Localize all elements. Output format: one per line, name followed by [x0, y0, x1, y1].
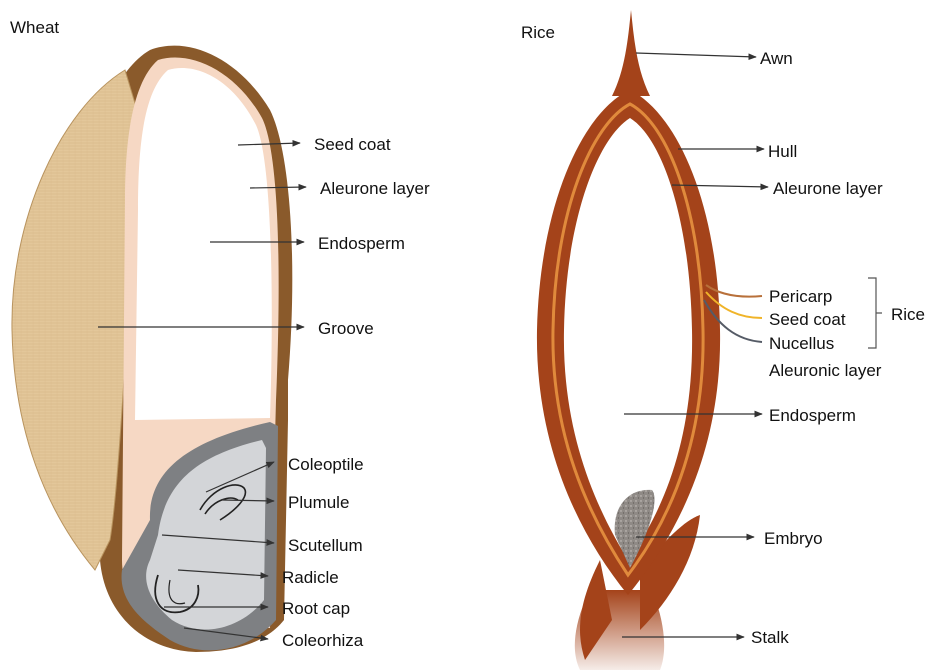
label-coleoptile: Coleoptile — [288, 455, 364, 474]
wheat-endosperm — [135, 68, 272, 420]
label-nucellus: Nucellus — [769, 334, 834, 353]
label-scutellum: Scutellum — [288, 536, 363, 555]
label-seed-coat-rice: Seed coat — [769, 310, 846, 329]
label-seed-coat: Seed coat — [314, 135, 391, 154]
label-aleurone-layer-rice: Aleurone layer — [773, 179, 883, 198]
label-radicle: Radicle — [282, 568, 339, 587]
label-groove: Groove — [318, 319, 374, 338]
wheat-grain-illustration — [12, 46, 292, 652]
label-plumule: Plumule — [288, 493, 349, 512]
rice-title: Rice — [521, 23, 555, 42]
label-aleurone-layer: Aleurone layer — [320, 179, 430, 198]
label-aleuronic-layer: Aleuronic layer — [769, 361, 882, 380]
rice-grain-illustration — [537, 10, 762, 670]
label-root-cap: Root cap — [282, 599, 350, 618]
rice-bracket — [868, 278, 882, 348]
label-embryo: Embryo — [764, 529, 823, 548]
label-endosperm-rice: Endosperm — [769, 406, 856, 425]
label-stalk: Stalk — [751, 628, 789, 647]
wheat-title: Wheat — [10, 18, 59, 37]
wheat-diagram: Wheat Seed coat Aleurone layer — [10, 18, 430, 652]
label-hull: Hull — [768, 142, 797, 161]
rice-diagram: Rice Awn Hul — [521, 10, 925, 670]
label-rice-group: Rice — [891, 305, 925, 324]
label-coleorhiza: Coleorhiza — [282, 631, 364, 650]
label-endosperm: Endosperm — [318, 234, 405, 253]
label-awn: Awn — [760, 49, 793, 68]
leader-awn — [636, 53, 756, 57]
label-pericarp: Pericarp — [769, 287, 832, 306]
